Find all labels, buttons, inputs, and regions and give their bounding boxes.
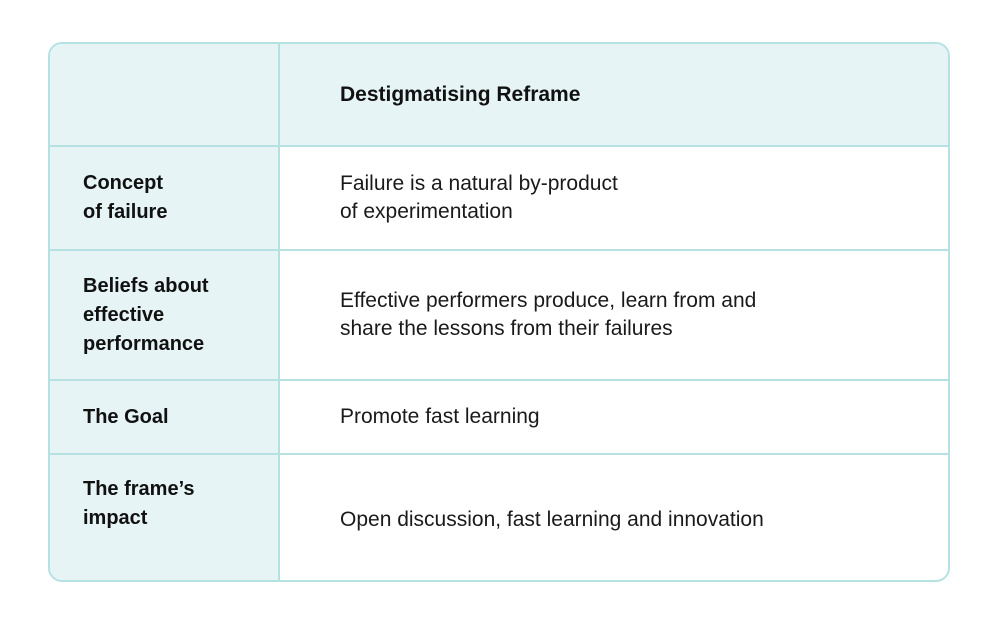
table-header-row: Destigmatising Reframe (50, 44, 948, 147)
table-row: The frame’s impact Open discussion, fast… (50, 455, 948, 580)
row-value-concept-of-failure: Failure is a natural by-product of exper… (340, 172, 618, 223)
header-empty-cell (50, 44, 280, 145)
table-row: Concept of failure Failure is a natural … (50, 147, 948, 251)
row-value-goal: Promote fast learning (340, 405, 540, 428)
comparison-table: Destigmatising Reframe Concept of failur… (48, 42, 950, 582)
row-label-frame-impact: The frame’s impact (50, 455, 280, 580)
table-row: The Goal Promote fast learning (50, 381, 948, 455)
row-label-beliefs: Beliefs about effective performance (50, 251, 280, 379)
row-value-frame-impact: Open discussion, fast learning and innov… (340, 507, 764, 531)
row-label-concept-of-failure: Concept of failure (50, 147, 280, 249)
row-label-goal: The Goal (50, 381, 280, 453)
table-row: Beliefs about effective performance Effe… (50, 251, 948, 381)
row-value-beliefs: Effective performers produce, learn from… (340, 289, 757, 340)
column-title: Destigmatising Reframe (280, 44, 948, 145)
